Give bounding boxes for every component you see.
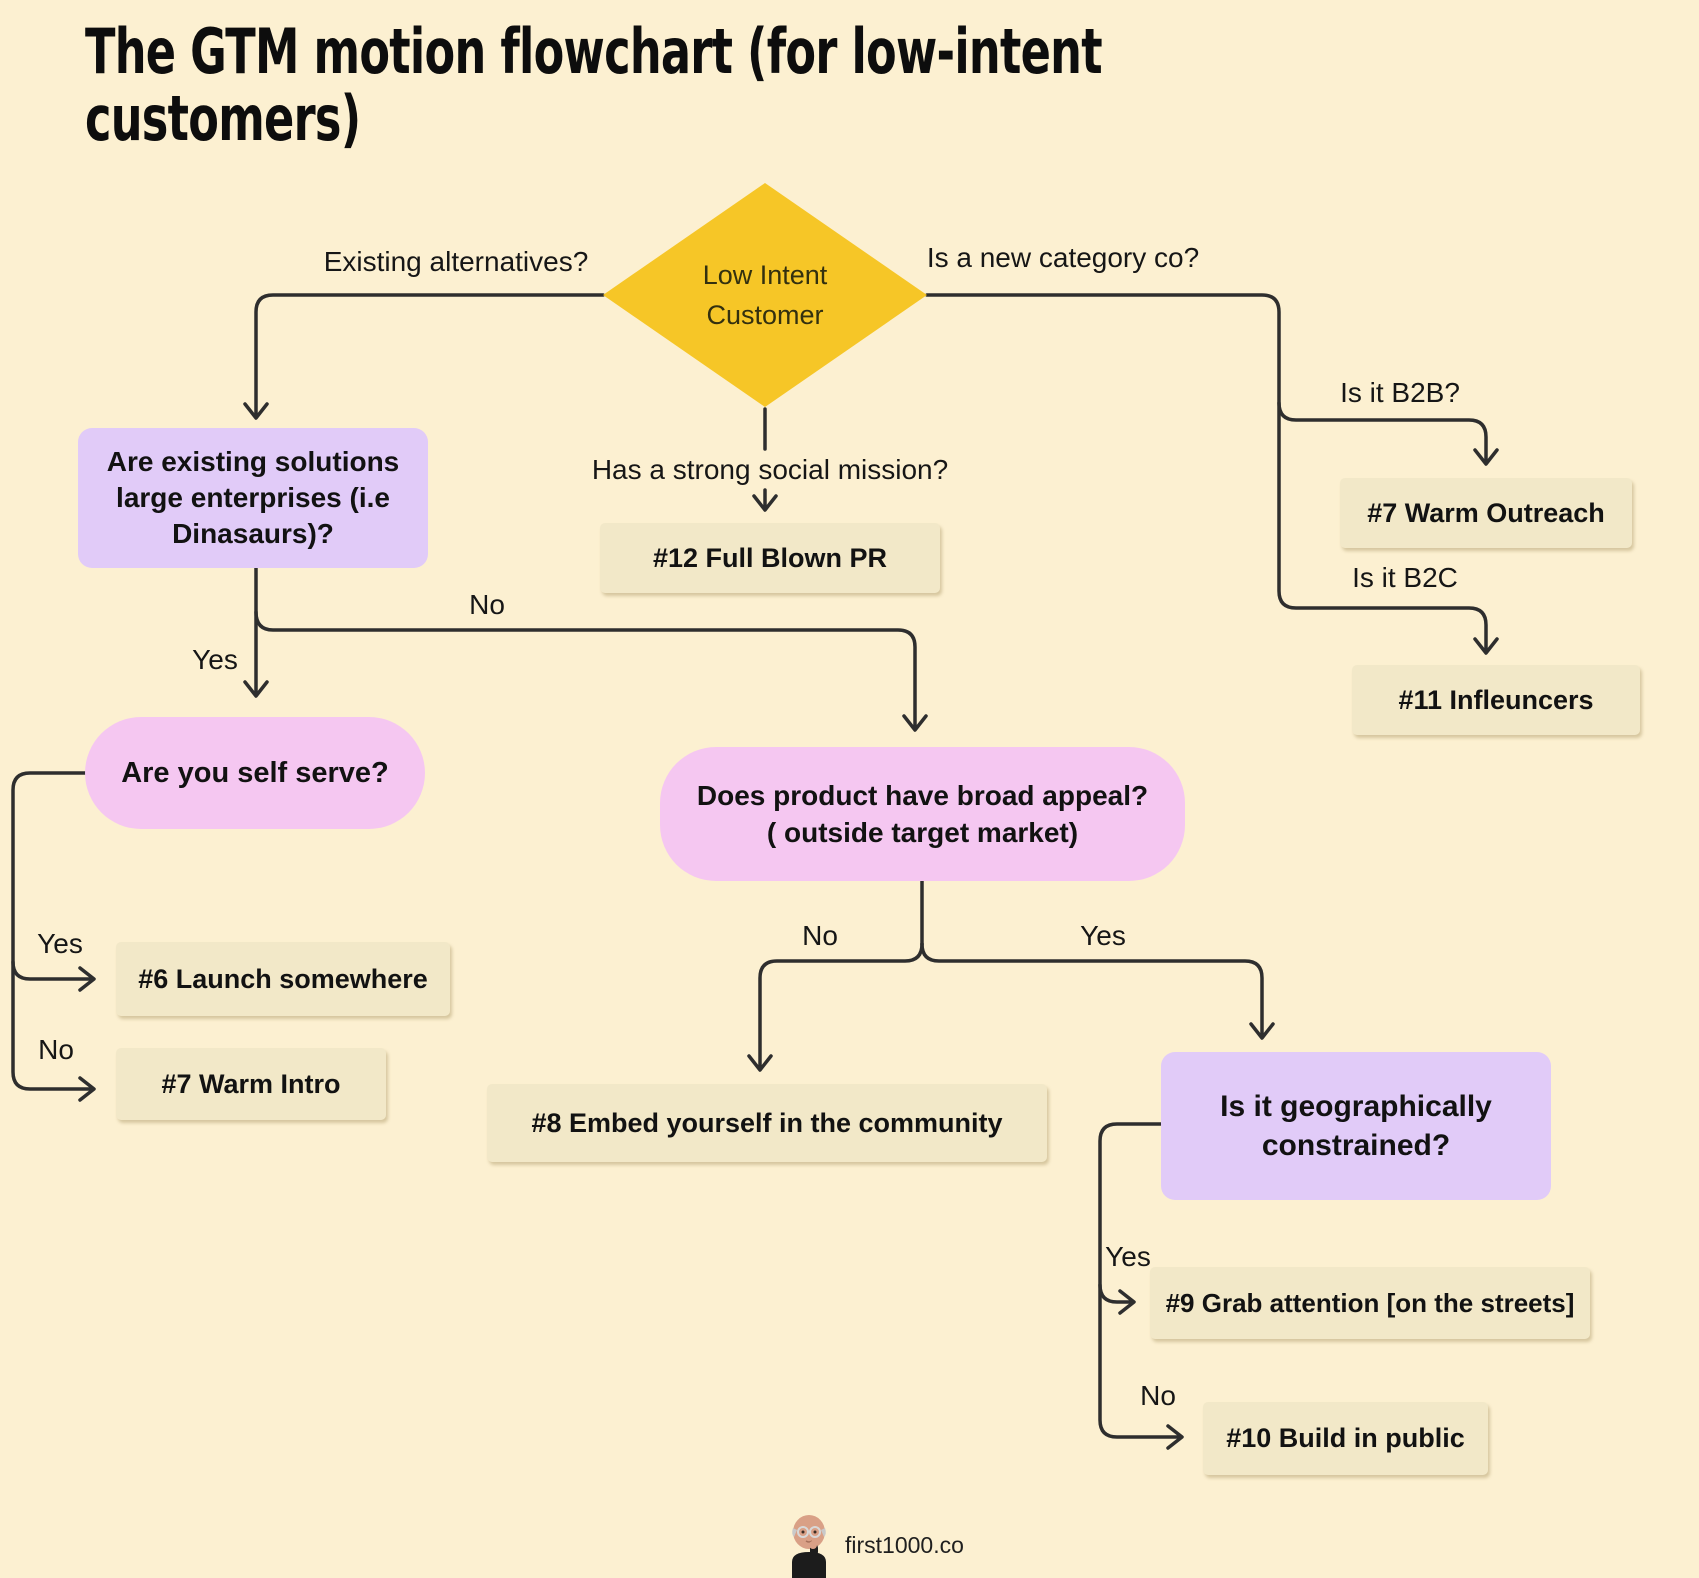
connector-enterprises-yes [243,566,269,698]
edge-label-self-serve-no: No [38,1034,74,1065]
q-enterprises-line2: large enterprises (i.e [116,482,390,513]
page-title-line1: The GTM motion flowchart (for low-intent [85,15,1103,88]
edge-label-is-b2c: Is it B2C [1352,562,1458,593]
edge-label-broad-no: No [802,920,838,951]
node-action-warm-intro: #7 Warm Intro [116,1048,386,1120]
connector-broad-appeal-no [747,942,924,1072]
node-q-geo-constrained: Is it geographically constrained? [1161,1052,1551,1200]
q-enterprises-line3: Dinasaurs)? [172,518,334,549]
node-action-build-in-public: #10 Build in public [1203,1402,1488,1475]
node-low-intent-line2: Customer [706,300,824,330]
thinking-person-avatar-icon [792,1515,826,1578]
node-action-launch-somewhere: #6 Launch somewhere [116,942,450,1016]
edge-label-self-serve-yes: Yes [37,928,83,959]
connector-broad-appeal-yes [920,942,1275,1040]
edge-label-existing-alternatives: Existing alternatives? [323,246,589,277]
q-broad-appeal-line2: ( outside target market) [766,817,1079,848]
footer-avatar [780,1510,838,1578]
node-q-self-serve: Are you self serve? [85,717,425,829]
node-low-intent-customer: Low Intent Customer [603,183,927,407]
node-low-intent-line1: Low Intent [702,260,828,290]
action-launch-label: #6 Launch somewhere [138,963,428,994]
q-enterprises-line1: Are existing solutions [106,446,400,477]
node-q-broad-appeal: Does product have broad appeal? ( outsid… [660,747,1185,881]
page-title: The GTM motion flowchart (for low-intent… [85,15,1103,155]
brand-text: first1000.co [845,1532,964,1558]
edge-label-broad-yes: Yes [1080,920,1126,951]
connector-geo-yes [1098,1283,1136,1315]
action-influencers-label: #11 Infleuncers [1398,684,1594,715]
edge-label-is-b2b: Is it B2B? [1340,377,1460,408]
connector-enterprises-no [254,610,928,732]
page-title-line2: customers) [85,82,361,155]
q-geo-line2: constrained? [1261,1129,1451,1162]
node-action-influencers: #11 Infleuncers [1352,665,1640,735]
edge-label-new-category: Is a new category co? [926,242,1200,273]
action-embed-label: #8 Embed yourself in the community [531,1107,1003,1138]
q-self-serve-label: Are you self serve? [121,756,389,789]
edge-label-enterprises-yes: Yes [192,644,238,675]
connector-new-category-and-b2c [925,293,1499,655]
q-geo-line1: Is it geographically [1220,1090,1492,1123]
connector-b2b [1277,401,1499,466]
edge-label-geo-yes: Yes [1105,1241,1151,1272]
action-build-public-label: #10 Build in public [1226,1423,1465,1453]
action-grab-attention-label: #9 Grab attention [on the streets] [1165,1287,1575,1318]
edge-label-social-mission: Has a strong social mission? [591,454,949,485]
edge-label-enterprises-no: No [469,589,505,620]
node-action-full-blown-pr: #12 Full Blown PR [600,523,940,593]
q-broad-appeal-line1: Does product have broad appeal? [696,780,1149,811]
node-q-existing-enterprises: Are existing solutions large enterprises… [78,428,428,568]
node-action-warm-outreach: #7 Warm Outreach [1340,478,1632,548]
action-pr-label: #12 Full Blown PR [652,542,888,573]
node-action-embed-community: #8 Embed yourself in the community [487,1084,1047,1162]
node-action-grab-attention: #9 Grab attention [on the streets] [1150,1267,1590,1339]
edge-label-geo-no: No [1140,1380,1176,1411]
action-warm-intro-label: #7 Warm Intro [161,1068,341,1099]
connector-self-serve-yes [11,960,96,992]
action-warm-outreach-label: #7 Warm Outreach [1367,497,1605,528]
connector-existing-alternatives [243,293,605,420]
